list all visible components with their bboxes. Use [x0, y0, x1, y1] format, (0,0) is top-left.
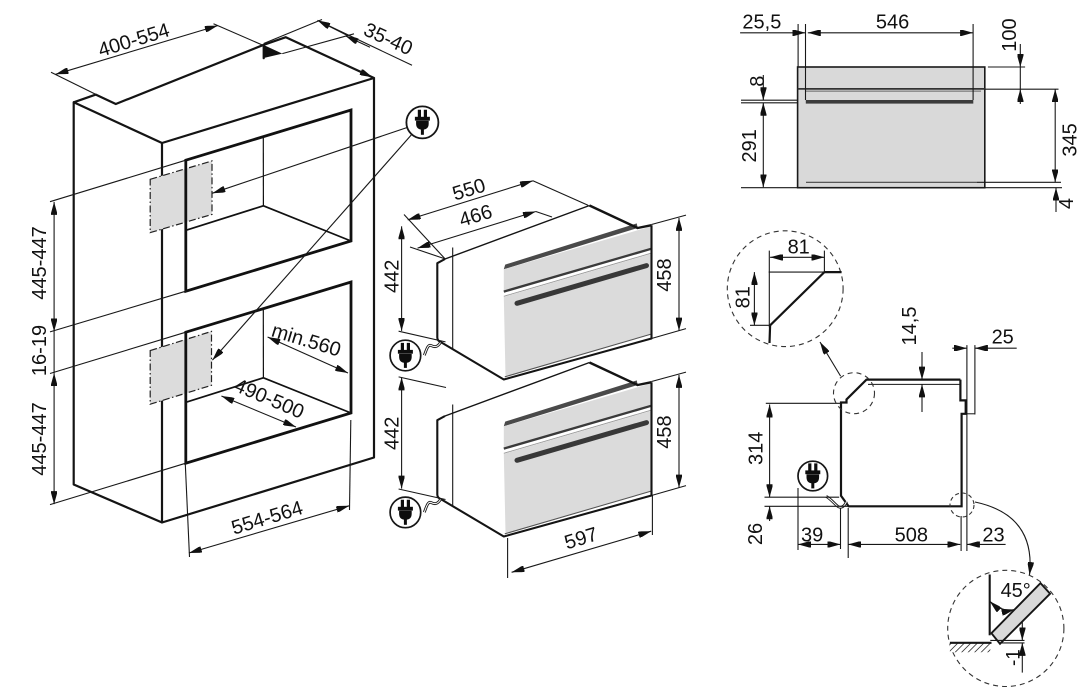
svg-text:81: 81 [733, 286, 755, 308]
svg-text:23: 23 [982, 525, 1004, 547]
svg-text:4: 4 [1056, 198, 1078, 209]
svg-text:442: 442 [382, 417, 404, 450]
svg-text:14,5: 14,5 [899, 307, 921, 346]
svg-text:100: 100 [999, 18, 1021, 51]
svg-text:314: 314 [746, 432, 768, 465]
svg-text:442: 442 [382, 260, 404, 293]
svg-text:25,5: 25,5 [742, 11, 781, 33]
svg-text:291: 291 [739, 129, 761, 162]
svg-text:25: 25 [992, 326, 1014, 348]
svg-text:45°: 45° [1001, 580, 1031, 602]
svg-text:458: 458 [654, 258, 676, 291]
svg-text:16-19: 16-19 [29, 325, 51, 376]
svg-text:26: 26 [745, 523, 767, 545]
svg-text:81: 81 [788, 237, 810, 259]
svg-text:546: 546 [876, 11, 909, 33]
svg-text:508: 508 [895, 525, 928, 547]
svg-text:458: 458 [654, 415, 676, 448]
svg-text:-1: -1 [1004, 649, 1025, 666]
svg-text:39: 39 [801, 525, 823, 547]
svg-text:445-447: 445-447 [29, 402, 51, 475]
svg-text:445-447: 445-447 [29, 226, 51, 299]
svg-text:345: 345 [1060, 123, 1082, 156]
svg-text:8: 8 [747, 76, 769, 87]
